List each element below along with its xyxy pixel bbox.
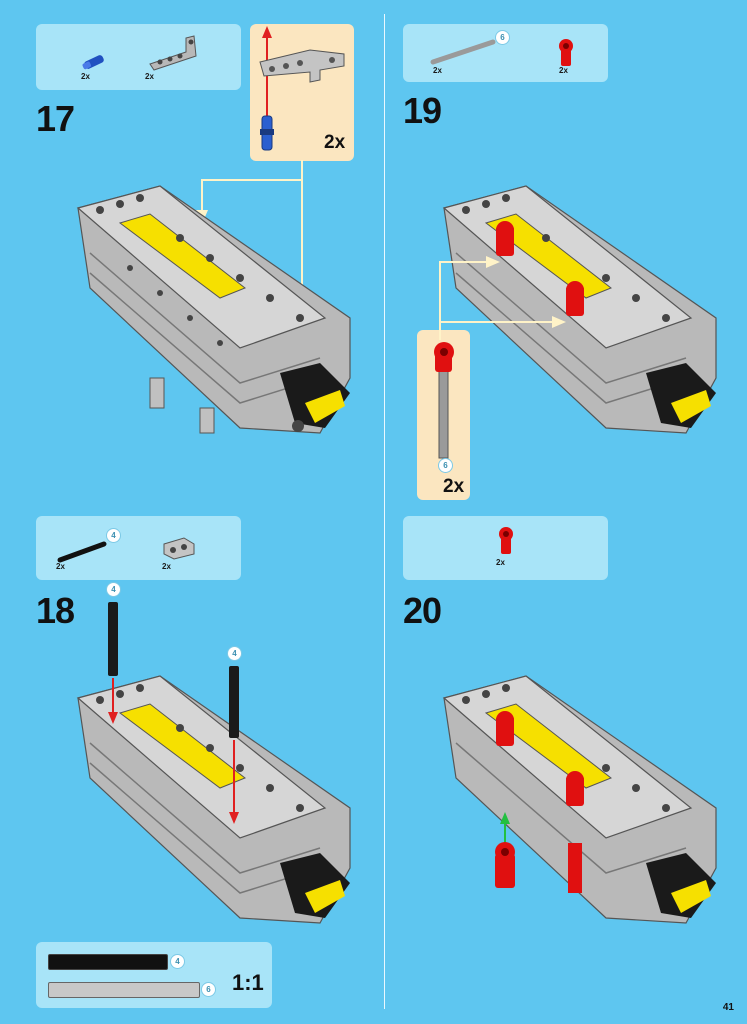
step-18-axle-badge-2: 4 (227, 646, 242, 661)
page-number: 41 (722, 1002, 734, 1013)
step-17-callout-qty: 2x (324, 132, 346, 153)
step-17-part-2-qty: 2x (145, 72, 154, 81)
blue-pin-icon (82, 55, 104, 70)
step-18-part-1-qty: 2x (56, 562, 65, 571)
step-20-part-1-qty: 2x (496, 558, 505, 567)
gray-axle-icon (430, 39, 496, 65)
step-20-parts-box: 2x (403, 516, 608, 580)
step-18-assembly-model (76, 602, 351, 924)
gray-liftarm-icon (149, 35, 197, 71)
callout-19-assembly-icon (434, 342, 454, 459)
ruler-axle-6 (48, 982, 200, 998)
ruler-axle-4-badge: 4 (170, 954, 185, 969)
step-19-callout: 6 2x (417, 330, 470, 500)
ruler-axle-4 (48, 954, 168, 970)
step-17-part-1-qty: 2x (81, 72, 90, 81)
step-19-part-1-qty: 2x (433, 66, 442, 75)
red-connector-icon (499, 527, 513, 554)
step-18-parts-box: 4 2x 2x (36, 516, 241, 580)
red-connector-icon (559, 39, 573, 66)
gray-brick-icon (163, 537, 195, 560)
step-17-number: 17 (36, 98, 75, 139)
ruler-axle-6-badge: 6 (201, 982, 216, 997)
scale-ruler-box: 4 6 1:1 (36, 942, 272, 1008)
step-19-pointer-arrows (439, 256, 566, 340)
step-18-axle-length-badge: 4 (106, 528, 121, 543)
step-18-number: 18 (36, 590, 75, 631)
step-19-number-label: 19 (403, 90, 442, 131)
step-17-parts-box: 2x 2x (36, 24, 241, 90)
step-19-callout-length-badge: 6 (438, 458, 453, 473)
step-17-callout: 2x (250, 24, 354, 161)
step-19-parts-box: 6 2x 2x (403, 24, 608, 82)
step-19-axle-length-badge: 6 (495, 30, 510, 45)
step-18-part-2-qty: 2x (162, 562, 171, 571)
callout-17-assembly-icon (259, 26, 345, 151)
step-19-part-2-qty: 2x (559, 66, 568, 75)
black-axle-icon (57, 541, 107, 563)
step-19-callout-qty: 2x (443, 476, 465, 497)
scale-label: 1:1 (232, 970, 264, 995)
step-17-assembly-model (76, 185, 351, 434)
column-divider (384, 14, 385, 1009)
step-20-assembly-model (442, 675, 717, 924)
step-18-axle-badge-1: 4 (106, 582, 121, 597)
step-19-assembly-model (442, 185, 717, 434)
step-20-number: 20 (403, 590, 442, 631)
